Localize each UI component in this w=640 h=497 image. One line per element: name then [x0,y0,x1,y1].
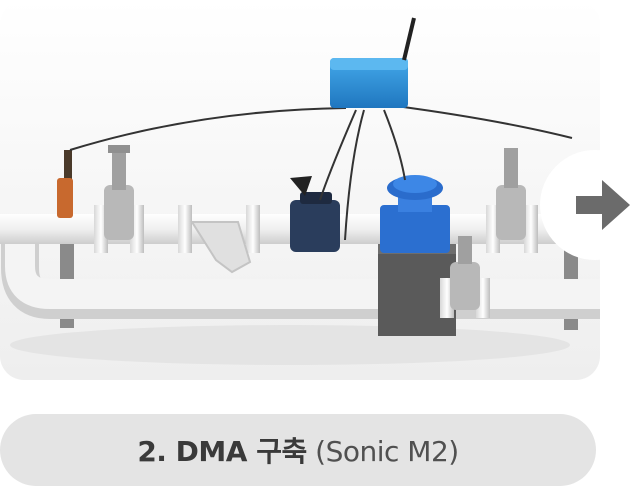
caption: 2. DMA 구축 (Sonic M2) [137,430,459,470]
cable [319,109,357,201]
water-meter [290,176,340,252]
cable [383,109,406,181]
gate-valve-left [94,145,144,253]
floor-shadow [10,325,570,365]
caption-sub: (Sonic M2) [315,435,459,468]
iot-device-box [330,17,416,108]
gate-valve-right [486,148,538,253]
caption-main: 2. DMA 구축 [137,435,307,468]
ultrasonic-flowmeter [380,175,450,253]
pipe-flange [178,205,192,253]
gate-valve-bypass [440,236,490,318]
sensor-head [64,150,72,180]
pipeline-illustration [0,0,630,380]
right-arrow-icon [576,180,630,230]
bypass-pipe [5,226,600,309]
pipe-flange [246,205,260,253]
next-step-badge [540,150,640,260]
cable [395,105,573,139]
cable [344,109,365,241]
pipeline-drawing [0,0,600,380]
caption-bar: 2. DMA 구축 (Sonic M2) [0,414,596,486]
y-strainer [190,221,252,274]
cable [69,107,347,151]
pressure-sensor [57,178,73,218]
antenna-icon [402,17,416,61]
